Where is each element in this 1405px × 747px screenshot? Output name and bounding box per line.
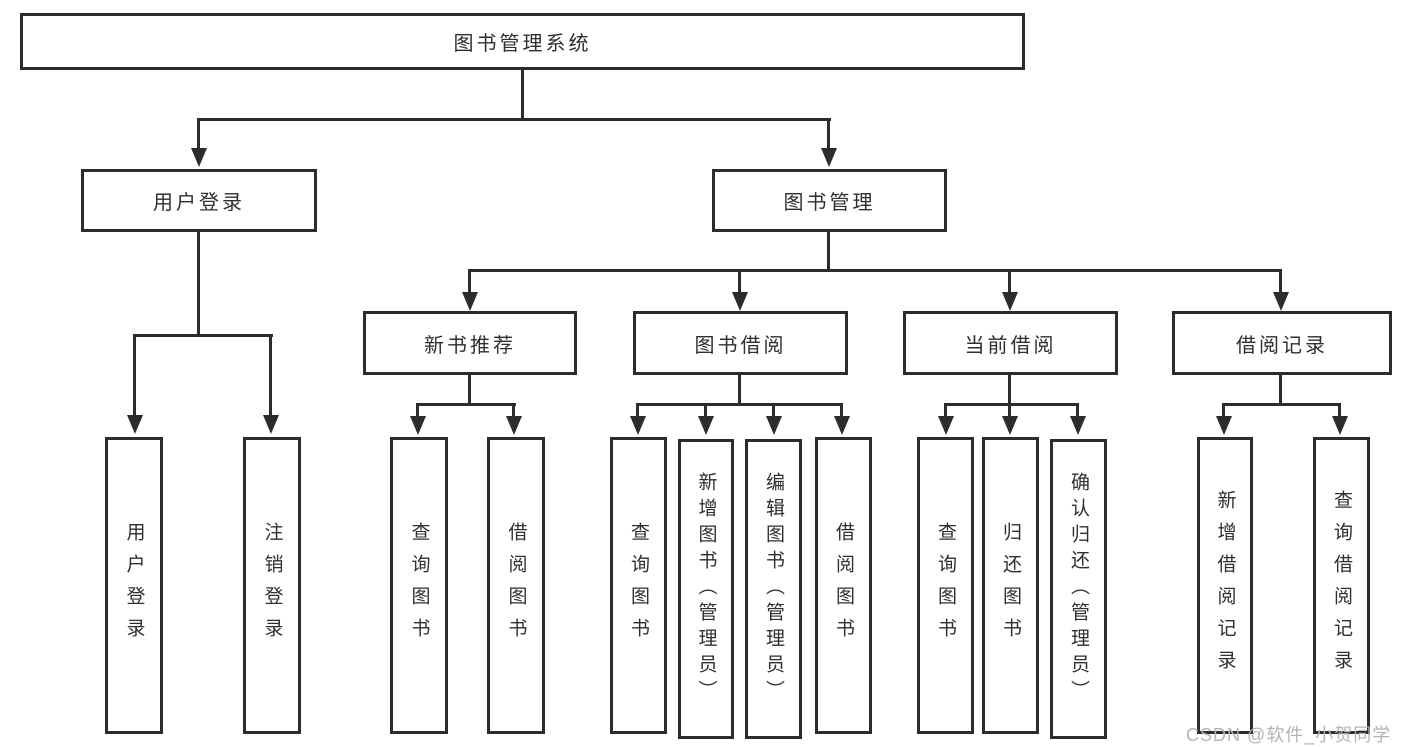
leaf-current-return-books-label: 归还图书 bbox=[1000, 521, 1021, 650]
leaf-logout-label: 注销登录 bbox=[261, 521, 283, 650]
connector-arrow-stem bbox=[840, 403, 843, 418]
connector-arrow-stem bbox=[738, 269, 741, 295]
leaf-records-add-record: 新增借阅记录 bbox=[1197, 437, 1253, 734]
leaf-current-confirm-return-admin-label: 确认归还（管理员） bbox=[1068, 472, 1089, 706]
leaf-borrow-query-books-label: 查询图书 bbox=[628, 521, 649, 650]
arrow-down-icon bbox=[462, 292, 478, 311]
arrow-down-icon bbox=[1070, 416, 1086, 435]
connector-borrow-bar bbox=[636, 403, 843, 406]
connector-arrow-stem bbox=[1222, 403, 1225, 418]
leaf-current-return-books: 归还图书 bbox=[982, 437, 1039, 734]
arrow-down-icon bbox=[127, 415, 143, 434]
node-borrow-records: 借阅记录 bbox=[1172, 311, 1392, 375]
arrow-down-icon bbox=[1273, 292, 1289, 311]
connector-current-stem bbox=[1008, 375, 1011, 406]
node-new-book-recommend: 新书推荐 bbox=[363, 311, 577, 375]
connector-level2-bar bbox=[469, 269, 1282, 272]
connector-arrow-stem bbox=[772, 403, 775, 418]
arrow-down-icon bbox=[766, 416, 782, 435]
connector-arrow-stem bbox=[197, 118, 200, 151]
connector-arrow-stem bbox=[827, 118, 830, 151]
node-book-management: 图书管理 bbox=[712, 169, 947, 232]
leaf-recommend-borrow-books-label: 借阅图书 bbox=[505, 521, 527, 650]
connector-book-mgmt-stem bbox=[827, 232, 830, 272]
arrow-down-icon bbox=[1332, 416, 1348, 435]
connector-user-login-stem bbox=[197, 232, 200, 337]
connector-current-bar bbox=[944, 403, 1079, 406]
leaf-borrow-query-books: 查询图书 bbox=[610, 437, 667, 734]
leaf-current-confirm-return-admin: 确认归还（管理员） bbox=[1050, 439, 1107, 739]
arrow-down-icon bbox=[410, 416, 426, 435]
leaf-recommend-query-books-label: 查询图书 bbox=[408, 521, 430, 650]
arrow-down-icon bbox=[1002, 416, 1018, 435]
node-user-login: 用户登录 bbox=[81, 169, 317, 232]
connector-arrow-stem bbox=[1338, 403, 1341, 418]
leaf-borrow-borrow-books-label: 借阅图书 bbox=[833, 521, 854, 650]
leaf-borrow-edit-books-admin-label: 编辑图书（管理员） bbox=[763, 472, 784, 706]
connector-arrow-stem bbox=[133, 334, 136, 418]
arrow-down-icon bbox=[938, 416, 954, 435]
node-root-label: 图书管理系统 bbox=[453, 33, 592, 55]
connector-arrow-stem bbox=[468, 269, 471, 295]
connector-arrow-stem bbox=[1008, 403, 1011, 418]
arrow-down-icon bbox=[1216, 416, 1232, 435]
arrow-down-icon bbox=[821, 148, 837, 167]
connector-user-login-bar bbox=[133, 334, 273, 337]
leaf-borrow-edit-books-admin: 编辑图书（管理员） bbox=[745, 439, 802, 739]
connector-records-bar bbox=[1222, 403, 1341, 406]
arrow-down-icon bbox=[630, 416, 646, 435]
leaf-borrow-add-books-admin-label: 新增图书（管理员） bbox=[695, 472, 717, 706]
leaf-user-login-label: 用户登录 bbox=[123, 521, 145, 650]
node-book-borrow-label: 图书借阅 bbox=[694, 334, 787, 357]
leaf-records-add-record-label: 新增借阅记录 bbox=[1214, 489, 1236, 682]
connector-level1-bar bbox=[197, 118, 831, 121]
node-book-borrow: 图书借阅 bbox=[633, 311, 848, 375]
connector-root-stem bbox=[521, 70, 524, 121]
csdn-watermark: CSDN @软件_小贺同学 bbox=[1186, 725, 1392, 745]
arrow-down-icon bbox=[732, 292, 748, 311]
leaf-logout: 注销登录 bbox=[243, 437, 301, 734]
leaf-borrow-add-books-admin: 新增图书（管理员） bbox=[678, 439, 734, 739]
node-new-book-recommend-label: 新书推荐 bbox=[424, 334, 516, 357]
connector-arrow-stem bbox=[269, 334, 272, 418]
node-book-management-label: 图书管理 bbox=[783, 192, 876, 214]
leaf-current-query-books-label: 查询图书 bbox=[935, 521, 956, 650]
connector-recommend-stem bbox=[468, 375, 471, 406]
connector-arrow-stem bbox=[1279, 269, 1282, 295]
connector-arrow-stem bbox=[704, 403, 707, 418]
leaf-recommend-query-books: 查询图书 bbox=[390, 437, 448, 734]
connector-arrow-stem bbox=[512, 403, 515, 418]
arrow-down-icon bbox=[698, 416, 714, 435]
leaf-user-login: 用户登录 bbox=[105, 437, 163, 734]
arrow-down-icon bbox=[506, 416, 522, 435]
leaf-borrow-borrow-books: 借阅图书 bbox=[815, 437, 872, 734]
arrow-down-icon bbox=[263, 415, 279, 434]
arrow-down-icon bbox=[191, 148, 207, 167]
node-current-borrow-label: 当前借阅 bbox=[964, 334, 1057, 357]
connector-arrow-stem bbox=[944, 403, 947, 418]
node-user-login-label: 用户登录 bbox=[153, 192, 245, 214]
connector-records-stem bbox=[1279, 375, 1282, 406]
connector-arrow-stem bbox=[1076, 403, 1079, 418]
connector-arrow-stem bbox=[1008, 269, 1011, 295]
node-borrow-records-label: 借阅记录 bbox=[1236, 334, 1328, 357]
leaf-records-query-record: 查询借阅记录 bbox=[1313, 437, 1370, 734]
connector-arrow-stem bbox=[636, 403, 639, 418]
node-root: 图书管理系统 bbox=[20, 13, 1025, 70]
leaf-current-query-books: 查询图书 bbox=[917, 437, 974, 734]
connector-recommend-bar bbox=[416, 403, 516, 406]
node-current-borrow: 当前借阅 bbox=[903, 311, 1118, 375]
leaf-recommend-borrow-books: 借阅图书 bbox=[487, 437, 545, 734]
arrow-down-icon bbox=[834, 416, 850, 435]
leaf-records-query-record-label: 查询借阅记录 bbox=[1331, 489, 1352, 682]
arrow-down-icon bbox=[1002, 292, 1018, 311]
connector-arrow-stem bbox=[416, 403, 419, 418]
connector-borrow-stem bbox=[738, 375, 741, 406]
